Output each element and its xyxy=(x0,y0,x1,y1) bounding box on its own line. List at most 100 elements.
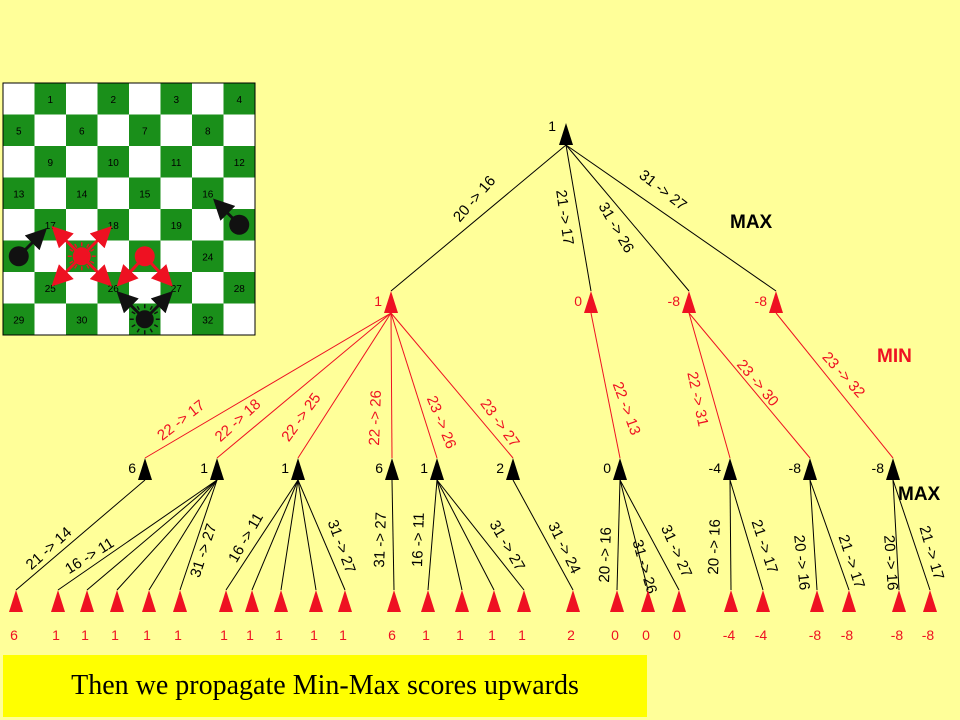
board-square xyxy=(66,83,98,115)
square-number: 6 xyxy=(79,126,85,137)
board-square xyxy=(3,303,35,335)
king-spike xyxy=(136,305,140,311)
square-number: 28 xyxy=(234,284,246,295)
checkers-board: 1234567891011121314151617181920212223242… xyxy=(2,82,256,336)
board-square xyxy=(223,303,255,335)
tree-node-leaf xyxy=(387,590,401,612)
tree-edge xyxy=(729,479,732,591)
red-piece xyxy=(134,246,155,267)
board-square xyxy=(192,83,224,115)
tree-node-leaf xyxy=(892,590,906,612)
board-square xyxy=(129,83,161,115)
board-square xyxy=(97,177,129,209)
move-label: 31 -> 27 xyxy=(371,512,390,568)
leaf-score: 1 xyxy=(174,627,182,643)
tree-node-leaf xyxy=(810,590,824,612)
move-label: 31 -> 27 xyxy=(187,522,220,580)
square-number: 30 xyxy=(76,315,88,326)
tree-edge xyxy=(390,312,393,459)
board-square xyxy=(192,240,224,272)
node-score: -8 xyxy=(789,460,802,476)
tree-node-max xyxy=(385,458,399,480)
move-label: 22 -> 25 xyxy=(278,390,324,445)
leaf-score: 2 xyxy=(567,627,575,643)
tree-node-max xyxy=(138,458,152,480)
tree-edge xyxy=(390,312,514,459)
king-spike xyxy=(149,328,153,333)
node-score: -8 xyxy=(668,293,681,309)
board-square xyxy=(34,240,66,272)
move-label: 31 -> 26 xyxy=(595,199,637,256)
tree-edge xyxy=(390,312,438,459)
tree-node-leaf xyxy=(51,590,65,612)
king-spike xyxy=(86,264,90,269)
tree-node-leaf xyxy=(756,590,770,612)
board-square xyxy=(223,114,255,146)
node-score: 2 xyxy=(496,460,504,476)
board-square xyxy=(160,114,192,146)
node-score: 1 xyxy=(420,460,428,476)
node-score: 1 xyxy=(548,118,556,134)
king-spike xyxy=(86,243,90,248)
board-square xyxy=(66,209,98,241)
tree-node-leaf xyxy=(724,590,738,612)
board-square xyxy=(3,114,35,146)
board-square xyxy=(223,146,255,178)
node-score: 1 xyxy=(281,460,289,476)
board-square xyxy=(129,114,161,146)
tree-node-max xyxy=(430,458,444,480)
board-square xyxy=(66,146,98,178)
board-square xyxy=(97,114,129,146)
square-number: 3 xyxy=(173,95,179,106)
tree-edge xyxy=(427,479,438,591)
tree-edge xyxy=(688,312,811,459)
tree-node-max xyxy=(803,458,817,480)
tree-edge xyxy=(297,479,346,591)
leaf-score: 1 xyxy=(81,627,89,643)
king-spike xyxy=(74,264,78,269)
leaf-score: 6 xyxy=(10,627,18,643)
node-score: -8 xyxy=(872,460,885,476)
tree-node-max xyxy=(210,458,224,480)
leaf-score: 1 xyxy=(111,627,119,643)
board-square xyxy=(66,272,98,304)
square-number: 19 xyxy=(171,221,183,232)
square-number: 11 xyxy=(171,158,182,169)
tree-edge xyxy=(565,144,777,292)
board-square xyxy=(34,146,66,178)
tree-edge xyxy=(57,479,218,591)
tree-node-max xyxy=(291,458,305,480)
board-square xyxy=(160,146,192,178)
move-label: 31 -> 27 xyxy=(486,517,528,574)
move-label: 31 -> 27 xyxy=(636,167,690,215)
square-number: 14 xyxy=(76,189,88,200)
square-number: 29 xyxy=(13,315,25,326)
leaf-score: 1 xyxy=(220,627,228,643)
tree-edge xyxy=(512,479,574,591)
board-square xyxy=(160,209,192,241)
tree-node-leaf xyxy=(517,590,531,612)
leaf-score: -8 xyxy=(841,627,854,643)
tree-node-leaf xyxy=(309,590,323,612)
move-label: 20 -> 16 xyxy=(790,534,813,591)
board-square xyxy=(192,209,224,241)
tree-edge xyxy=(688,312,731,459)
tree-edge xyxy=(616,479,621,591)
square-number: 12 xyxy=(234,158,246,169)
leaf-score: 1 xyxy=(518,627,526,643)
move-label: 16 -> 11 xyxy=(409,512,428,567)
board-square xyxy=(34,177,66,209)
square-number: 25 xyxy=(45,284,57,295)
board-square xyxy=(3,272,35,304)
board-square xyxy=(160,303,192,335)
move-label: 31 -> 27 xyxy=(324,517,359,575)
square-number: 1 xyxy=(47,95,53,106)
tree-node-max xyxy=(886,458,900,480)
board-square xyxy=(3,83,35,115)
king-spike xyxy=(69,248,74,252)
tree-node-leaf xyxy=(421,590,435,612)
leaf-score: 1 xyxy=(339,627,347,643)
tree-node-leaf xyxy=(142,590,156,612)
